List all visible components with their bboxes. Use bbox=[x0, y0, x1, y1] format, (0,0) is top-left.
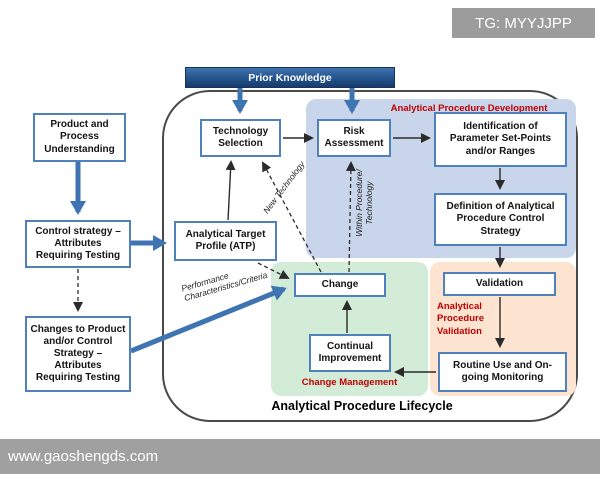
change-box: Change bbox=[294, 273, 386, 297]
product-process-box: Product and Process Understanding bbox=[33, 113, 126, 162]
definition-box: Definition of Analytical Procedure Contr… bbox=[434, 193, 567, 246]
change-management-region-label: Change Management bbox=[301, 377, 398, 388]
identification-box: Identification of Parameter Set-Points a… bbox=[434, 112, 567, 167]
validation-box: Validation bbox=[443, 272, 556, 296]
tg-watermark: TG: MYYJJPP bbox=[452, 8, 595, 38]
continual-improvement-box: Continual Improvement bbox=[309, 334, 391, 372]
site-watermark-bar: www.gaoshengds.com bbox=[0, 439, 600, 474]
within-procedure-arrow-label: Within Procedure/ Technology bbox=[354, 169, 374, 237]
technology-selection-box: Technology Selection bbox=[200, 119, 281, 157]
routine-use-box: Routine Use and On-going Monitoring bbox=[438, 352, 567, 392]
analytical-target-profile-box: Analytical Target Profile (ATP) bbox=[174, 221, 277, 261]
changes-box: Changes to Product and/or Control Strate… bbox=[25, 316, 131, 392]
development-region-label: Analytical Procedure Development bbox=[390, 103, 548, 114]
prior-knowledge-banner: Prior Knowledge bbox=[185, 67, 395, 88]
validation-region-label: Analytical Procedure Validation bbox=[437, 301, 484, 337]
control-strategy-box: Control strategy – Attributes Requiring … bbox=[25, 220, 131, 268]
risk-assessment-box: Risk Assessment bbox=[317, 119, 391, 157]
diagram-title: Analytical Procedure Lifecycle bbox=[271, 399, 453, 413]
